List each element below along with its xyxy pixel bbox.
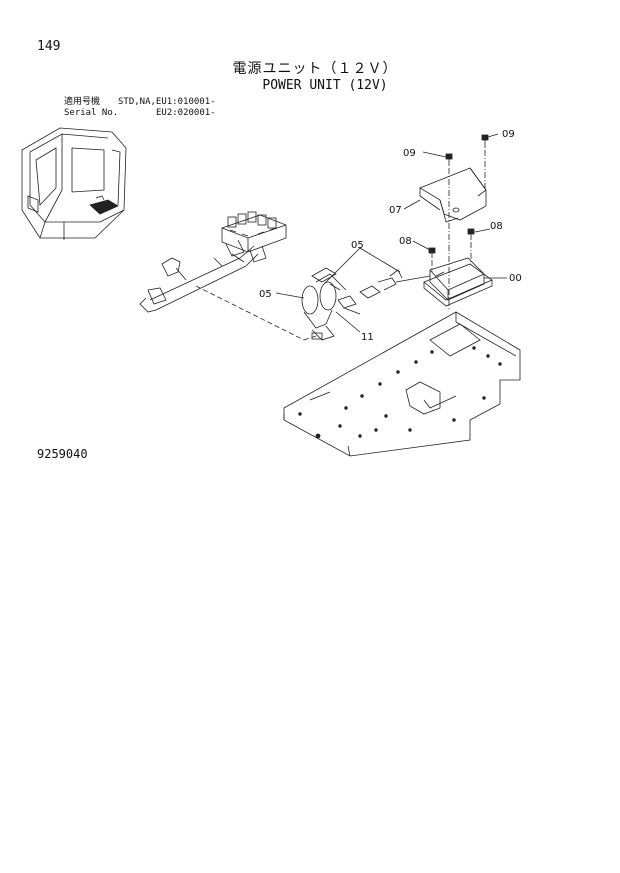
callout-11: 11 bbox=[361, 332, 374, 343]
title-japanese: 電源ユニット（１２Ｖ） bbox=[232, 61, 398, 77]
callout-08-right: 08 bbox=[490, 221, 503, 232]
screw-08-left bbox=[428, 247, 436, 258]
screw-08-right bbox=[467, 228, 475, 240]
serial-line1: STD,NA,EU1:010001- bbox=[118, 97, 216, 107]
screw-09-left bbox=[445, 153, 453, 166]
callout-05-left: 05 bbox=[259, 289, 272, 300]
title-english: POWER UNIT (12V) bbox=[262, 78, 388, 93]
cover-bracket bbox=[419, 167, 487, 223]
page-number: 149 bbox=[37, 39, 61, 54]
callout-09-left: 09 bbox=[403, 148, 416, 159]
serial-label-en: Serial No. bbox=[64, 108, 119, 118]
connector-assembly bbox=[301, 267, 431, 341]
callout-08-left: 08 bbox=[399, 236, 412, 247]
wire-harness bbox=[139, 245, 259, 313]
callout-07: 07 bbox=[389, 205, 402, 216]
floor-plate bbox=[283, 311, 521, 457]
callout-09-right: 09 bbox=[502, 129, 515, 140]
relay-block bbox=[221, 211, 287, 263]
drawing-number: 9259040 bbox=[37, 447, 88, 461]
callout-00: 00 bbox=[509, 273, 522, 284]
serial-line2: EU2:020001- bbox=[156, 108, 216, 118]
power-unit bbox=[423, 257, 493, 307]
screw-09-right bbox=[481, 134, 489, 148]
serial-label-jp: 適用号機 bbox=[64, 97, 101, 107]
machine-thumbnail bbox=[21, 127, 127, 240]
callout-05-top: 05 bbox=[351, 240, 364, 251]
